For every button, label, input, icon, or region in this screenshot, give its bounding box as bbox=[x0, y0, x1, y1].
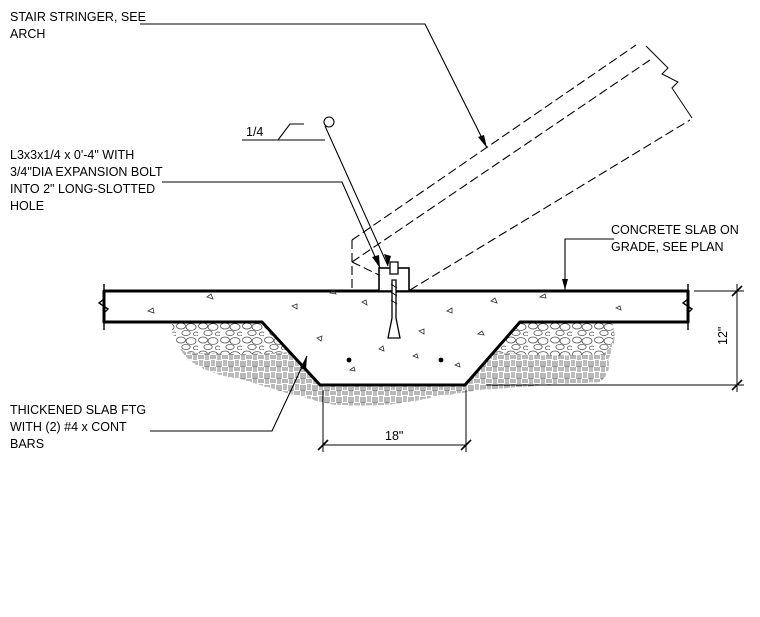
dimension-depth bbox=[486, 284, 744, 392]
leader-footing bbox=[150, 355, 308, 432]
leader-stair-stringer bbox=[140, 23, 488, 149]
label-stair-stringer: STAIR STRINGER, SEE ARCH bbox=[10, 10, 149, 41]
weld-symbol bbox=[242, 116, 391, 267]
label-footing: THICKENED SLAB FTG WITH (2) #4 x CONT BA… bbox=[10, 403, 150, 451]
expansion-bolt bbox=[387, 261, 401, 339]
break-line-right bbox=[681, 284, 694, 330]
label-weld-size: 1/4 bbox=[246, 125, 263, 139]
dimension-width-label: 18" bbox=[385, 429, 403, 443]
gravel-left bbox=[171, 322, 290, 354]
leader-slab bbox=[564, 238, 614, 290]
rebar-left bbox=[346, 357, 352, 363]
break-line-left bbox=[97, 284, 110, 330]
stringer-break-line bbox=[645, 45, 693, 119]
gravel-right bbox=[495, 322, 614, 356]
rebar-right bbox=[438, 357, 444, 363]
aggregate-marks bbox=[147, 289, 622, 372]
label-concrete-slab: CONCRETE SLAB ON GRADE, SEE PLAN bbox=[611, 223, 742, 254]
label-steel-angle: L3x3x1/4 x 0'-4" WITH 3/4"DIA EXPANSION … bbox=[10, 148, 166, 213]
leader-angle bbox=[162, 181, 381, 269]
dimension-width bbox=[317, 390, 472, 452]
dimension-depth-label: 12" bbox=[716, 327, 730, 345]
